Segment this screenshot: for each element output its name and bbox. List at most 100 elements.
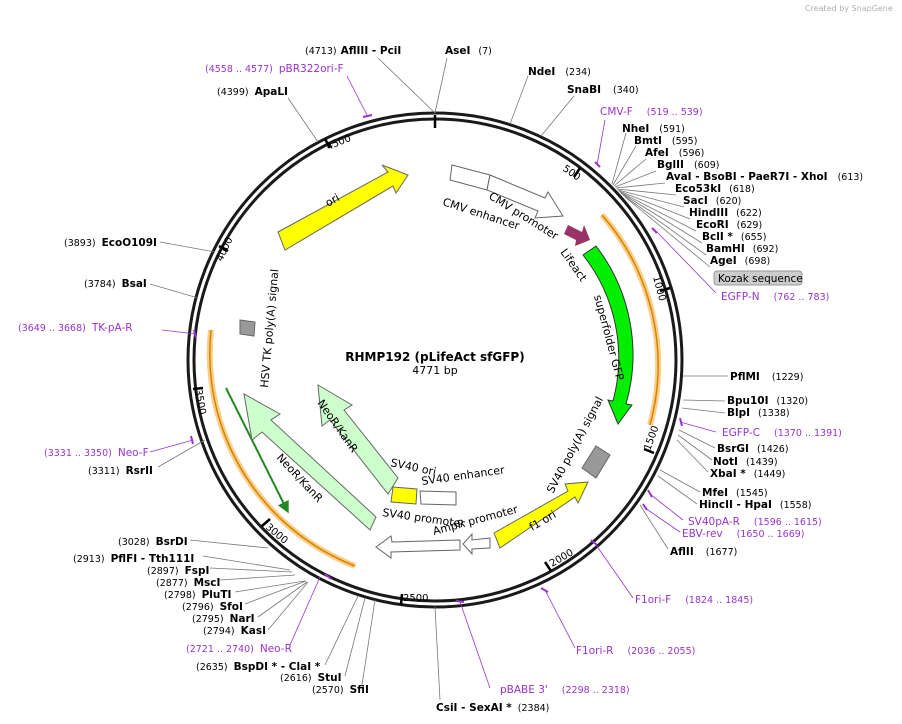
primer-egfp-c[interactable]: EGFP-C(1370 .. 1391) xyxy=(722,427,842,439)
site-pflmi[interactable]: PflMI(1229) xyxy=(730,371,803,383)
site-kasi[interactable]: (2794)KasI xyxy=(203,625,266,637)
site-name: SnaBI xyxy=(567,84,601,96)
primer-ebv-rev[interactable]: EBV-rev(1650 .. 1669) xyxy=(682,528,805,540)
site-sfii[interactable]: (2570)SfiI xyxy=(312,684,369,696)
feature-ori[interactable] xyxy=(277,164,409,251)
site-snabi[interactable]: SnaBI(340) xyxy=(567,84,639,96)
primer-name: SV40pA-R xyxy=(688,516,740,528)
primer-range: (1824 .. 1845) xyxy=(685,595,753,606)
primer-neo-r[interactable]: (2721 .. 2740)Neo-R xyxy=(186,643,292,655)
site-bglii[interactable]: BglII(609) xyxy=(657,159,719,171)
site-name: AflII xyxy=(670,546,694,558)
site-name: CsiI - SexAI * xyxy=(436,702,512,714)
site-msci[interactable]: (2877)MscI xyxy=(156,577,220,589)
primer-cmv-f[interactable]: CMV-F(519 .. 539) xyxy=(600,106,703,118)
site-csii-sexai[interactable]: CsiI - SexAI *(2384) xyxy=(436,702,549,714)
site-hindiii[interactable]: HindIII(622) xyxy=(689,207,762,219)
primer-pbabe-3[interactable]: pBABE 3'(2298 .. 2318) xyxy=(500,684,630,696)
site-ndei[interactable]: NdeI(234) xyxy=(528,66,591,78)
site-agei[interactable]: AgeI(698) xyxy=(710,255,770,267)
feature-label-hsv-tk-polya: HSV TK poly(A) signal xyxy=(258,268,281,388)
primer-egfp-n[interactable]: EGFP-N(762 .. 783) xyxy=(721,291,829,303)
site-pos: (4713) xyxy=(305,46,337,57)
feature-f1-ori[interactable] xyxy=(493,481,589,549)
feature-sv40-polya[interactable] xyxy=(581,445,611,479)
primer-range: (2036 .. 2055) xyxy=(627,646,695,657)
primer-name: EGFP-N xyxy=(721,291,760,303)
site-name: KasI xyxy=(241,625,266,637)
feature-label-ori: ori xyxy=(323,191,342,209)
site-saci[interactable]: SacI(620) xyxy=(683,195,741,207)
site-pos: (1439) xyxy=(746,457,778,468)
site-bmti[interactable]: BmtI(595) xyxy=(634,135,697,147)
feature-neor-kanr-outer[interactable] xyxy=(243,393,377,531)
site-name: FspI xyxy=(185,565,210,577)
site-sfoi[interactable]: (2796)SfoI xyxy=(182,601,243,613)
site-bcli[interactable]: BclI *(655) xyxy=(702,231,766,243)
primer-range: (1650 .. 1669) xyxy=(737,529,805,540)
site-bsrgi[interactable]: BsrGI(1426) xyxy=(717,443,789,455)
site-asei[interactable]: AseI (7) xyxy=(445,45,492,57)
site-hincii-hpai[interactable]: HincII - HpaI(1558) xyxy=(699,499,811,511)
feature-neor-kanr-inner[interactable] xyxy=(317,384,399,495)
site-afliii-pcii[interactable]: (4713)AflIII - PciI xyxy=(305,45,401,57)
site-bamhi[interactable]: BamHI(692) xyxy=(706,243,778,255)
feature-sv40-enhancer[interactable] xyxy=(419,490,457,506)
site-name: AseI xyxy=(445,45,470,57)
site-eco53ki[interactable]: Eco53kI(618) xyxy=(675,183,755,195)
site-fspi[interactable]: (2897) FspI xyxy=(147,565,209,577)
feature-cmv-enhancer[interactable] xyxy=(449,164,491,191)
site-aflii[interactable]: AflII(1677) xyxy=(670,546,737,558)
site-pos: (620) xyxy=(716,196,742,207)
site-mfei[interactable]: MfeI(1545) xyxy=(702,487,768,499)
site-avai-xhoi[interactable]: AvaI - BsoBI - PaeR7I - XhoI(613) xyxy=(666,171,863,183)
site-apali[interactable]: (4399)ApaLI xyxy=(217,86,288,98)
site-pos: (3311) xyxy=(88,466,120,477)
feature-superfolder-gfp[interactable] xyxy=(582,245,634,426)
site-pluti[interactable]: (2798)PluTI xyxy=(164,589,231,601)
site-blpi[interactable]: BlpI(1338) xyxy=(727,407,790,419)
site-noti[interactable]: NotI(1439) xyxy=(713,456,778,468)
site-name: NheI xyxy=(622,123,649,135)
site-nari[interactable]: (2795)NarI xyxy=(192,613,255,625)
site-name: ApaLI xyxy=(255,86,288,98)
primer-pbr322ori-f[interactable]: (4558 .. 4577)pBR322ori-F xyxy=(205,63,344,75)
site-name: AgeI xyxy=(710,255,737,267)
feature-hsv-tk-polya[interactable] xyxy=(239,319,256,337)
kozak-badge[interactable] xyxy=(713,270,803,286)
feature-lifeact[interactable] xyxy=(564,225,590,246)
feature-sv40-promoter[interactable] xyxy=(375,535,461,559)
primer-neo-f[interactable]: (3331 .. 3350)Neo-F xyxy=(44,447,149,459)
primer-name: F1ori-F xyxy=(635,594,671,606)
site-nhei[interactable]: NheI(591) xyxy=(622,123,685,135)
site-name: AvaI - BsoBI - PaeR7I - XhoI xyxy=(666,171,828,183)
site-connectors xyxy=(149,57,728,701)
site-pos: (2897) xyxy=(147,566,179,577)
feature-cmv-promoter[interactable] xyxy=(486,174,564,219)
site-ecoo109i[interactable]: (3893)EcoO109I xyxy=(64,237,157,249)
site-xbai[interactable]: XbaI *(1449) xyxy=(710,468,785,480)
site-ecori[interactable]: EcoRI(629) xyxy=(696,219,762,231)
site-stui[interactable]: (2616)StuI xyxy=(280,672,342,684)
site-name: BamHI xyxy=(706,243,745,255)
site-bspdi-clai[interactable]: (2635)BspDI * - ClaI * xyxy=(196,661,321,673)
primer-sv40pa-r[interactable]: SV40pA-R(1596 .. 1615) xyxy=(688,516,822,528)
site-name: AfeI xyxy=(645,147,669,159)
site-bsrdi[interactable]: (3028)BsrDI xyxy=(118,536,188,548)
site-afei[interactable]: AfeI(596) xyxy=(645,147,704,159)
site-pos: (2635) xyxy=(196,662,228,673)
primer-tk-pa-r[interactable]: (3649 .. 3668)TK-pA-R xyxy=(18,322,133,334)
site-name: EcoO109I xyxy=(102,237,157,249)
site-pflfi-tth111i[interactable]: (2913)PflFI - Tth111I xyxy=(73,553,194,565)
site-name: SfoI xyxy=(220,601,243,613)
site-pos: (7) xyxy=(478,46,491,57)
site-bsai[interactable]: (3784)BsaI xyxy=(84,278,147,290)
feature-ampr-promoter[interactable] xyxy=(462,532,491,556)
primer-f1ori-f[interactable]: F1ori-F (1824 .. 1845) xyxy=(635,594,753,606)
site-rsrii[interactable]: (3311)RsrII xyxy=(88,465,153,477)
site-bpu10i[interactable]: Bpu10I(1320) xyxy=(727,395,808,407)
feature-sv40-ori[interactable] xyxy=(390,486,418,505)
primer-f1ori-r[interactable]: F1ori-R(2036 .. 2055) xyxy=(576,645,695,657)
site-pos: (655) xyxy=(741,232,767,243)
